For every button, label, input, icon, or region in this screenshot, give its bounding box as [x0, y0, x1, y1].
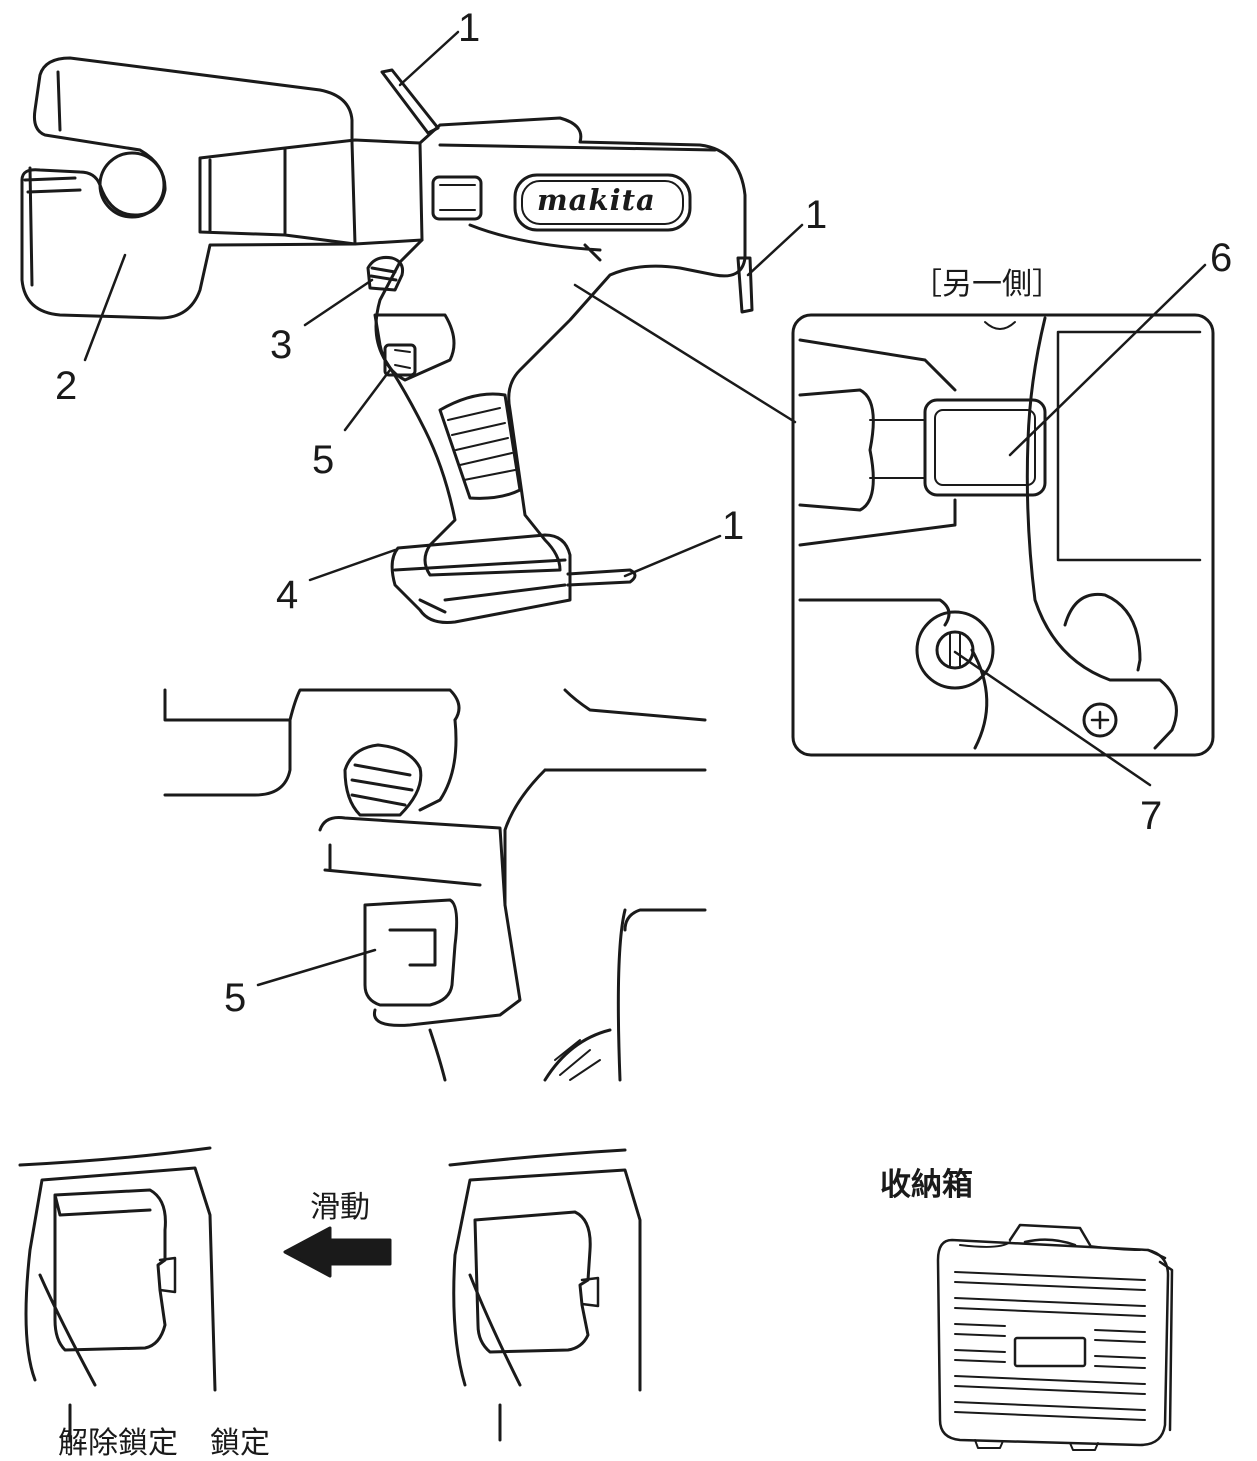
logo-plate [513, 173, 692, 232]
jaw-die [98, 151, 166, 219]
leader-lines [83, 30, 804, 582]
lock-off-slider [383, 343, 417, 377]
slider-unlocked [53, 1188, 167, 1352]
rotary-knob [366, 256, 404, 292]
crimping-head [20, 56, 357, 320]
callout-1-right: 1 [805, 193, 828, 237]
closeup-knob [343, 743, 423, 817]
lock-label: 鎖定 [210, 1426, 270, 1461]
leader-7 [953, 650, 1152, 787]
release-button-other-side [923, 398, 1047, 497]
cylinder [198, 138, 424, 246]
slider-locked [473, 1210, 592, 1354]
case-body [936, 1238, 1170, 1447]
callout-1-top: 1 [458, 6, 481, 50]
callout-5-main: 5 [312, 438, 335, 482]
logo-plate-inner [521, 180, 684, 225]
other-side-label: ［另一側］ [912, 267, 1062, 302]
leader-6 [1008, 263, 1207, 457]
inset-chevron [798, 388, 875, 512]
hex-wrench-bottom [566, 568, 637, 587]
makita-logo: makita [537, 183, 656, 217]
trigger-guard [373, 313, 456, 382]
case-ribs [954, 1271, 1146, 1421]
callout-6: 6 [1210, 236, 1233, 280]
case-label-plate [1013, 1336, 1087, 1368]
inset-lower-edge [798, 598, 951, 627]
tool-housing [374, 116, 747, 577]
callout-3: 3 [270, 323, 293, 367]
head-inner-edge [28, 70, 62, 287]
knob-edge [1063, 592, 1142, 672]
slide-label: 滑動 [310, 1190, 370, 1225]
battery-mount [390, 533, 572, 624]
release-button [431, 175, 483, 221]
lock-unlock-illustration [18, 1146, 642, 1442]
relief-valve [915, 610, 995, 690]
trigger-closeup [163, 688, 707, 1082]
callout-2: 2 [55, 364, 78, 408]
grip-texture [438, 392, 522, 500]
callout-4: 4 [276, 573, 299, 617]
hex-wrench-right [736, 256, 754, 314]
hex-wrench-top [380, 68, 440, 135]
callout-1-bottom: 1 [722, 504, 745, 548]
inset-housing-edge [1025, 316, 1178, 750]
other-side-inset [791, 263, 1215, 787]
callout-5-detail: 5 [224, 976, 247, 1020]
inset-frame [791, 313, 1215, 757]
unlock-position [18, 1146, 217, 1442]
lock-position [448, 1148, 642, 1442]
slide-arrow-icon [283, 1226, 392, 1278]
housing-seam [438, 143, 717, 262]
carrying-case-label: 收納箱 [880, 1167, 973, 1203]
leader-5-detail [256, 948, 377, 987]
callout-7: 7 [1140, 794, 1163, 838]
screw-icon [1082, 702, 1118, 738]
unlock-label: 解除鎖定 [58, 1426, 178, 1461]
crimping-tool-illustration [20, 30, 804, 624]
case-handle [1008, 1223, 1092, 1247]
carrying-case-illustration [936, 1223, 1174, 1451]
jaw-groove [23, 176, 82, 194]
closeup-slider [363, 898, 459, 1007]
closeup-trigger [318, 816, 522, 1027]
